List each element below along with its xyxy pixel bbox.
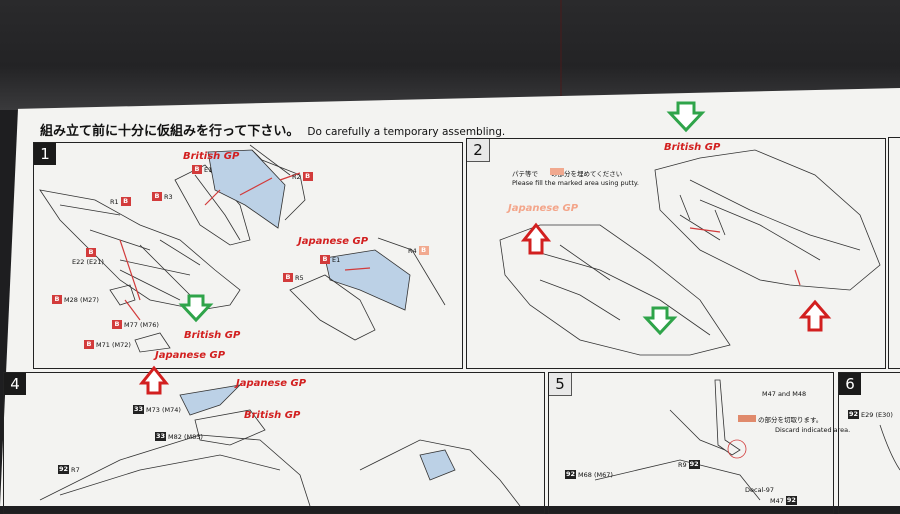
japanese-gp-label-step4: Japanese GP [236,378,307,389]
japanese-gp-label-step1-bottom: Japanese GP [155,350,226,361]
step5-cut-en: Discard indicated area. [775,426,851,434]
british-gp-label-step2: British GP [664,142,721,153]
step-4-number: 4 [4,373,26,395]
instruction-sheet [0,88,900,506]
putty-swatch [550,168,564,175]
step-2-number: 2 [467,139,490,162]
british-gp-label-step1: British GP [183,151,240,162]
step-6-number: 6 [839,373,861,395]
step2-putty-note-en: Please fill the marked area using putty. [512,179,639,187]
british-gp-label-step1-bottom: British GP [184,330,241,341]
step-5-panel: 5 [548,372,834,514]
step-5-number: 5 [549,373,572,396]
sheet-title: 組み立て前に十分に仮組みを行って下さい。 Do carefully a tempo… [40,120,505,139]
step-1-number: 1 [34,143,56,165]
step5-m47-m48: M47 and M48 [762,390,807,398]
step-1-panel: 1 [33,142,463,369]
step5-cut-jp: の部分を切取ります。 [758,416,823,424]
title-english: Do carefully a temporary assembling. [307,126,506,138]
british-gp-label-step4: British GP [244,410,301,421]
step-3-panel-edge [888,137,900,369]
title-japanese: 組み立て前に十分に仮組みを行って下さい。 [40,124,300,139]
step-2-panel: 2 [466,138,886,369]
decal-97: Decal-97 [745,486,774,494]
japanese-gp-label-step1: Japanese GP [298,236,369,247]
japanese-gp-label-step2: Japanese GP [508,203,579,214]
cut-swatch [738,415,756,422]
step2-putty-note-jp: パテ等で の部分を埋めてください [512,170,623,178]
